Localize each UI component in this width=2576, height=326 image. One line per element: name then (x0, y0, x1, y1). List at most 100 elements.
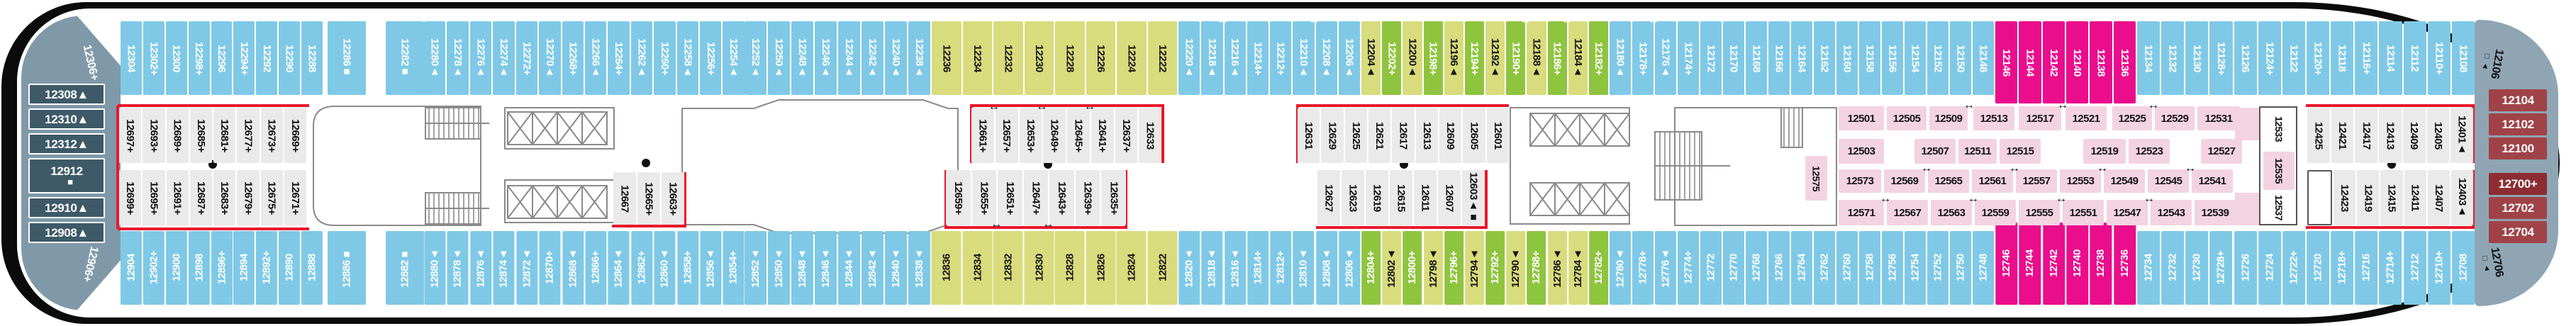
cabin-12730[interactable]: 12730 (2185, 231, 2209, 305)
cabin-12896[interactable]: 12896+ (211, 231, 233, 305)
cabin-12816[interactable]: 12816▲ (1224, 231, 1246, 305)
cabin-12828[interactable]: 12828 (1055, 231, 1085, 305)
cabin-12742[interactable]: 12742 (2042, 223, 2065, 305)
cabin-12529[interactable]: 12529 (2155, 106, 2195, 130)
cabin-12878[interactable]: 12878▲ (447, 231, 469, 305)
cabin-12685[interactable]: 12685+ (189, 108, 212, 163)
cabin-12892[interactable]: 12892+ (256, 231, 278, 305)
cabin-12266[interactable]: 12266▲ (584, 21, 607, 95)
cabin-12790[interactable]: 12790▲ (1506, 231, 1526, 305)
cabin-12511[interactable]: 12511 (1958, 139, 1997, 164)
cabin-12419[interactable]: 12419 (2357, 170, 2380, 225)
cabin-12276[interactable]: 12276▲ (469, 21, 492, 95)
cabin-12900[interactable]: 12900 (165, 231, 187, 305)
cabin-12150[interactable]: 12150 (1950, 21, 1971, 95)
cabin-12413[interactable]: 12413 (2379, 108, 2402, 163)
cabin-12122[interactable]: 12122 (2282, 21, 2305, 95)
cabin-12675[interactable]: 12675+ (260, 170, 283, 225)
cabin-12894[interactable]: 12894 (233, 231, 255, 305)
cabin-12605[interactable]: 12605 (1463, 108, 1485, 163)
cabin-12806[interactable]: 12806▲ (1338, 231, 1360, 305)
cabin-12663[interactable]: 12663+ (662, 172, 684, 225)
cabin-12854[interactable]: 12854+ (723, 231, 745, 305)
cabin-12272[interactable]: 12272+ (515, 21, 538, 95)
cabin-12124[interactable]: 12124+ (2258, 21, 2281, 95)
cabin-12551[interactable]: 12551 (2063, 200, 2104, 225)
cabin-12802[interactable]: 12802▲ (1382, 231, 1402, 305)
cabin-12503[interactable]: 12503 (1839, 139, 1884, 164)
cabin-12882[interactable]: 12882■ (386, 231, 424, 305)
cabin-12108[interactable]: 12108 (2451, 21, 2475, 95)
cabin-12760[interactable]: 12760 (1836, 231, 1858, 305)
cabin-12176[interactable]: 12176▲ (1655, 21, 1676, 95)
cabin-12814[interactable]: 12814+ (1247, 231, 1269, 305)
cabin-12262[interactable]: 12262▲ (630, 21, 653, 95)
cabin-12178[interactable]: 12178+ (1632, 21, 1654, 95)
cabin-12683[interactable]: 12683+ (213, 170, 236, 225)
cabin-12557[interactable]: 12557 (2016, 169, 2057, 193)
cabin-12818[interactable]: 12818▲ (1201, 231, 1223, 305)
cabin-12246[interactable]: 12246▲ (815, 21, 837, 95)
cabin-12645[interactable]: 12645+ (1067, 108, 1090, 163)
cabin-12423[interactable]: 12423 (2334, 170, 2356, 225)
cabin-12784[interactable]: 12784▲ (1568, 231, 1588, 305)
cabin-12768[interactable]: 12768 (1746, 231, 1767, 305)
cabin-12651[interactable]: 12651+ (998, 170, 1022, 225)
cabin-12509[interactable]: 12509 (1929, 106, 1968, 130)
cabin-12746[interactable]: 12746 (1995, 223, 2018, 305)
cabin-12671[interactable]: 12671+ (284, 170, 306, 225)
cabin-12832[interactable]: 12832 (993, 231, 1023, 305)
cabin-12822[interactable]: 12822 (1147, 231, 1177, 305)
cabin-12421[interactable]: 12421 (2331, 108, 2354, 163)
cabin-12288[interactable]: 12288 (301, 21, 323, 95)
cabin-12687[interactable]: 12687+ (189, 170, 212, 225)
cabin-12888[interactable]: 12888 (301, 231, 323, 305)
cabin-12563[interactable]: 12563 (1931, 200, 1972, 225)
cabin-12186[interactable]: 12186+ (1547, 21, 1567, 95)
cabin-12868[interactable]: 12868▲ (562, 231, 584, 305)
cabin-12617[interactable]: 12617 (1392, 108, 1415, 163)
cabin-12726[interactable]: 12726 (2234, 231, 2257, 305)
cabin-12850[interactable]: 12850▲ (768, 231, 790, 305)
cabin-12880[interactable]: 12880▲ (424, 231, 446, 305)
cabin-12752[interactable]: 12752 (1927, 231, 1948, 305)
cabin-12294[interactable]: 12294+ (233, 21, 255, 95)
cabin-12866[interactable]: 12866+ (584, 231, 607, 305)
cabin-12116[interactable]: 12116+ (2355, 21, 2378, 95)
cabin-12665[interactable]: 12665+ (637, 172, 660, 225)
cabin-12425[interactable]: 12425 (2307, 108, 2330, 163)
cabin-12537[interactable]: 12537 (2273, 195, 2285, 220)
cabin-12842[interactable]: 12842▲ (862, 231, 883, 305)
cabin-12613[interactable]: 12613 (1415, 108, 1438, 163)
cabin-12170[interactable]: 12170 (1723, 21, 1744, 95)
cabin-12862[interactable]: 12862+ (630, 231, 653, 305)
cabin-12657[interactable]: 12657+ (995, 108, 1018, 163)
cabin-12401[interactable]: 12401▲ (2450, 108, 2474, 163)
cabin-12820[interactable]: 12820▲ (1178, 231, 1200, 305)
cabin-12525[interactable]: 12525 (2112, 106, 2152, 130)
cabin-12114[interactable]: 12114 (2379, 21, 2402, 95)
cabin-12156[interactable]: 12156 (1882, 21, 1903, 95)
cabin-12611[interactable]: 12611 (1414, 170, 1437, 225)
cabin-12539[interactable]: 12539 (2195, 200, 2236, 225)
cabin-12104[interactable]: 12104 (2489, 89, 2547, 111)
cabin-12513[interactable]: 12513 (1973, 106, 2014, 130)
cabin-12160[interactable]: 12160 (1836, 21, 1858, 95)
cabin-12830[interactable]: 12830 (1024, 231, 1054, 305)
cabin-12655[interactable]: 12655+ (971, 170, 997, 225)
cabin-12679[interactable]: 12679+ (237, 170, 260, 225)
cabin-12258[interactable]: 12258▲ (676, 21, 699, 95)
cabin-12667[interactable]: 12667 (613, 172, 636, 225)
cabin-12764[interactable]: 12764 (1791, 231, 1812, 305)
cabin-12118[interactable]: 12118 (2331, 21, 2354, 95)
cabin-12848[interactable]: 12848▲ (791, 231, 813, 305)
cabin-12298[interactable]: 12298+ (188, 21, 210, 95)
cabin-12772[interactable]: 12772 (1700, 231, 1722, 305)
cabin-12786[interactable]: 12786▲ (1547, 231, 1567, 305)
cabin-12256[interactable]: 12256+ (700, 21, 722, 95)
cabin-12774[interactable]: 12774+ (1678, 231, 1699, 305)
cabin-12601[interactable]: 12601 (1486, 108, 1509, 163)
cabin-12704[interactable]: 12704 (2489, 221, 2547, 243)
cabin-12140[interactable]: 12140 (2065, 21, 2089, 103)
cabin-12744[interactable]: 12744 (2019, 223, 2041, 305)
